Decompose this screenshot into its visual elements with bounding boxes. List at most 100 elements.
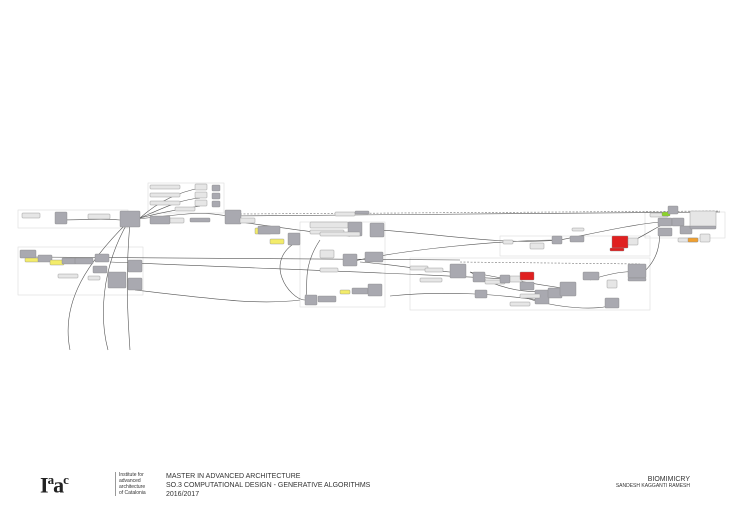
panel-component: [424, 267, 444, 273]
panel-component: [319, 249, 335, 259]
component-node: [364, 251, 384, 263]
component-node: [317, 295, 337, 303]
component-node: [689, 225, 717, 230]
component-node: [92, 265, 108, 274]
panel-component: [519, 293, 541, 299]
panel-component: [169, 217, 185, 224]
panel-component: [309, 221, 349, 229]
component-node: [367, 283, 383, 297]
panel-component: [149, 200, 181, 206]
component-node: [369, 222, 385, 238]
component-node: [119, 210, 141, 228]
component-node: [627, 263, 647, 279]
program-title: MASTER IN ADVANCED ARCHITECTURE: [166, 473, 301, 480]
wire: [459, 261, 641, 265]
component-node: [657, 227, 673, 237]
error-component: [611, 235, 629, 249]
institute-name: Institute for advanced architecture of C…: [115, 472, 159, 496]
institute-line: of Catalonia: [119, 490, 146, 496]
component-node: [94, 253, 110, 263]
component-node: [499, 274, 511, 284]
panel-component: [571, 227, 585, 232]
component-node: [37, 254, 53, 263]
course-title: SO.3 COMPUTATIONAL DESIGN - GENERATIVE A…: [166, 482, 371, 489]
component-node: [559, 281, 577, 297]
component-node: [211, 184, 221, 192]
component-node: [189, 217, 211, 223]
component-node: [569, 235, 585, 243]
panel-component: [419, 277, 443, 283]
institute-line: Institute for: [119, 472, 144, 478]
panel-component: [606, 279, 618, 289]
panel-component: [319, 267, 339, 273]
panel-component: [319, 231, 361, 237]
component-group: [17, 209, 129, 229]
wire: [139, 187, 201, 219]
number-slider: [269, 238, 285, 245]
wire: [126, 221, 131, 351]
component-node: [582, 271, 600, 281]
wire: [134, 289, 301, 303]
component-node: [604, 297, 620, 309]
component-group: [147, 182, 225, 214]
wire: [227, 211, 721, 217]
component-node: [107, 271, 127, 289]
panel-component: [174, 206, 196, 212]
panel-component: [194, 183, 208, 191]
component-node: [287, 232, 301, 246]
component-node: [61, 257, 77, 265]
component-node: [519, 281, 535, 291]
panel-component: [57, 273, 79, 279]
component-group: [409, 257, 651, 311]
wire: [379, 229, 561, 242]
component-node: [224, 209, 242, 225]
wire: [103, 221, 129, 351]
component-node: [351, 287, 369, 295]
academic-year: 2016/2017: [166, 491, 200, 498]
component-node: [657, 217, 673, 227]
panel-component: [502, 239, 514, 245]
footer: Iaac Institute for advanced architecture…: [0, 470, 730, 500]
wire: [127, 213, 229, 221]
wire: [29, 256, 461, 261]
panel-component: [334, 211, 356, 217]
wire: [59, 218, 121, 221]
component-node: [127, 277, 143, 291]
error-component: [609, 247, 625, 252]
panel-component: [149, 192, 181, 198]
component-node: [687, 237, 699, 243]
component-node: [257, 225, 281, 235]
component-node: [472, 271, 486, 283]
component-node: [671, 217, 685, 227]
project-info: BIOMIMICRY SANDESH KAGGANTI RAMESH: [616, 476, 690, 489]
wire: [239, 210, 721, 215]
panel-component: [149, 184, 181, 190]
component-node: [149, 215, 171, 225]
component-node: [354, 210, 370, 215]
panel-component: [87, 275, 101, 281]
panel-component: [194, 199, 208, 207]
institute-line: advanced: [119, 478, 141, 484]
component-node: [627, 277, 647, 282]
component-node: [211, 200, 221, 208]
component-group: [17, 246, 144, 296]
component-node: [211, 192, 221, 200]
panel-component: [529, 242, 545, 250]
project-title: BIOMIMICRY: [647, 476, 690, 483]
institute-line: architecture: [119, 484, 146, 490]
component-node: [19, 249, 37, 259]
panel-component: [627, 237, 639, 246]
component-node: [679, 225, 693, 235]
component-node: [667, 205, 679, 215]
course-info: MASTER IN ADVANCED ARCHITECTURE SO.3 COM…: [166, 472, 370, 499]
component-node: [127, 259, 143, 273]
panel-component: [87, 213, 111, 220]
number-slider: [339, 289, 351, 295]
panel-component: [699, 233, 711, 243]
panel-component: [239, 217, 256, 224]
iaac-logo: Iaac: [40, 472, 69, 498]
component-node: [304, 294, 318, 306]
component-node: [342, 253, 358, 267]
component-node: [551, 235, 563, 245]
